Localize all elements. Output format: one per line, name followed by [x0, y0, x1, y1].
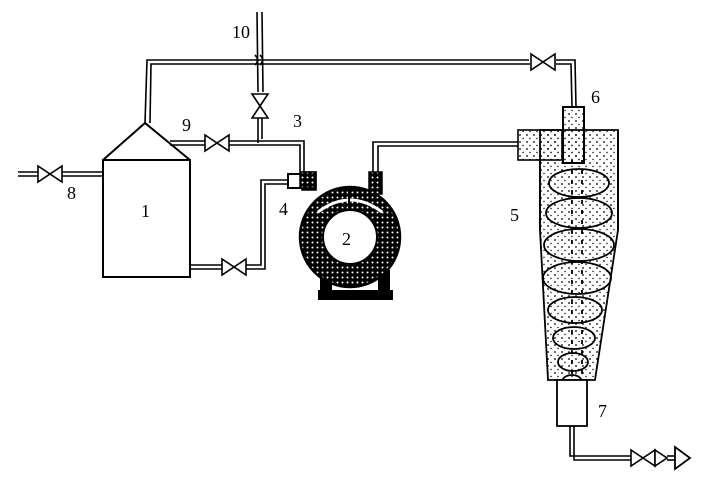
label-tank: 1: [141, 201, 150, 221]
pipe-8: [18, 164, 103, 184]
label-valve-8: 8: [67, 183, 76, 203]
tank-bottom-pipe: [190, 179, 288, 277]
underflow-valve: [630, 448, 645, 468]
tank: [102, 121, 191, 278]
label-pipe-3: 3: [293, 111, 302, 131]
pump: [298, 171, 402, 300]
tank-body: [102, 159, 191, 278]
line-10-pipe: [250, 11, 270, 143]
bottom-valve: [221, 257, 236, 277]
label-inlet-6: 6: [591, 87, 600, 107]
pump-base: [318, 290, 393, 300]
overflow-6: [562, 106, 585, 164]
pump-inlet: [299, 171, 317, 189]
pump-to-cyclone-pipe: [372, 141, 518, 172]
vortex-spiral: [542, 160, 615, 404]
label-pump: 2: [342, 229, 351, 249]
label-line-10: 10: [232, 22, 250, 42]
valve-9: [204, 133, 219, 153]
label-cyclone: 5: [510, 205, 519, 225]
cyclone: [517, 129, 619, 427]
label-fitting-4: 4: [279, 199, 288, 219]
underflow-outlet: [556, 379, 588, 427]
pipe-9: [170, 133, 305, 172]
label-valve-9: 9: [182, 115, 191, 135]
pump-outlet: [368, 171, 383, 195]
label-outlet-7: 7: [598, 401, 607, 421]
valve-8: [37, 164, 52, 184]
top-header-pipe: [144, 59, 577, 124]
underflow-pipe: [569, 426, 692, 471]
discharge-arrow: [674, 445, 692, 471]
line-10-valve: [250, 93, 270, 108]
top-right-valve: [530, 52, 556, 72]
